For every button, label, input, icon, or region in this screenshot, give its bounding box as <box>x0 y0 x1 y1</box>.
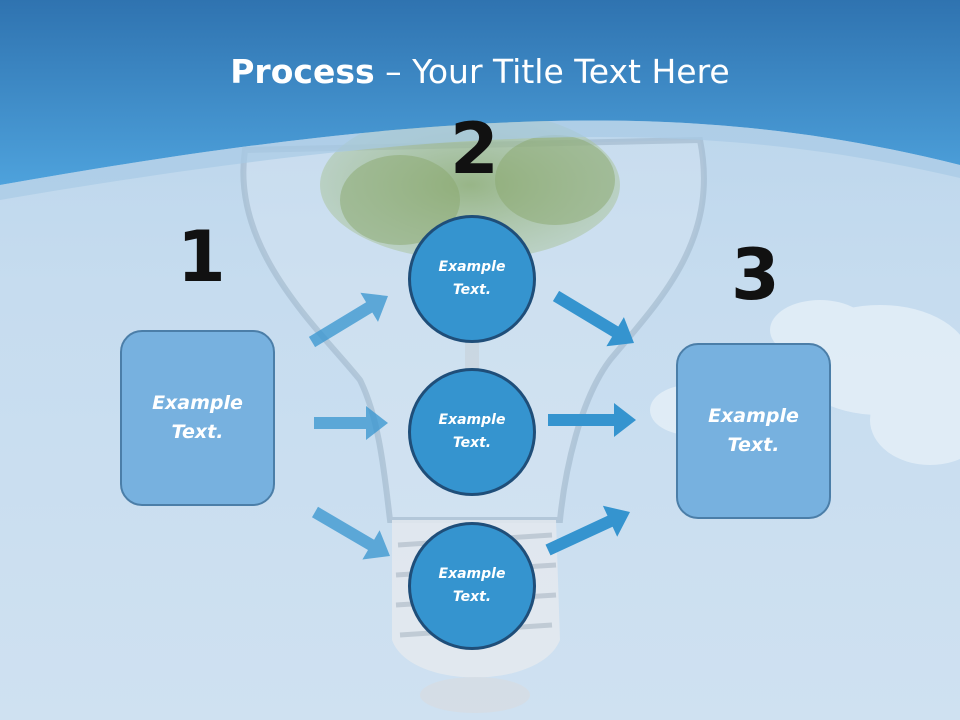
step-number-3: 3 <box>731 234 780 316</box>
circle-middle-label: Example Text. <box>438 412 506 451</box>
circle-top-label: Example Text. <box>438 259 506 298</box>
slide-title: Process – Your Title Text Here <box>0 52 960 91</box>
arrow-left-to-middle <box>314 406 388 440</box>
step-number-1: 1 <box>177 216 226 298</box>
right-text-box: Example Text. <box>676 343 831 519</box>
arrow-top-to-right <box>552 290 634 347</box>
header-wave <box>0 120 960 200</box>
right-box-label: Example Text. <box>708 405 799 456</box>
step-number-2: 2 <box>450 108 499 190</box>
header-band <box>0 0 960 185</box>
circle-bottom-label: Example Text. <box>438 566 506 605</box>
left-box-label: Example Text. <box>152 392 243 443</box>
circle-top: Example Text. <box>408 215 536 343</box>
left-text-box: Example Text. <box>120 330 275 506</box>
circle-middle: Example Text. <box>408 368 536 496</box>
arrow-left-to-top <box>308 292 388 348</box>
arrow-bottom-to-right <box>545 505 630 556</box>
arrow-left-to-bottom <box>312 506 390 560</box>
arrow-middle-to-right <box>548 403 636 437</box>
arrows <box>308 290 636 560</box>
circle-bottom: Example Text. <box>408 522 536 650</box>
title-rest: – Your Title Text Here <box>374 52 730 91</box>
title-bold: Process <box>230 52 375 91</box>
